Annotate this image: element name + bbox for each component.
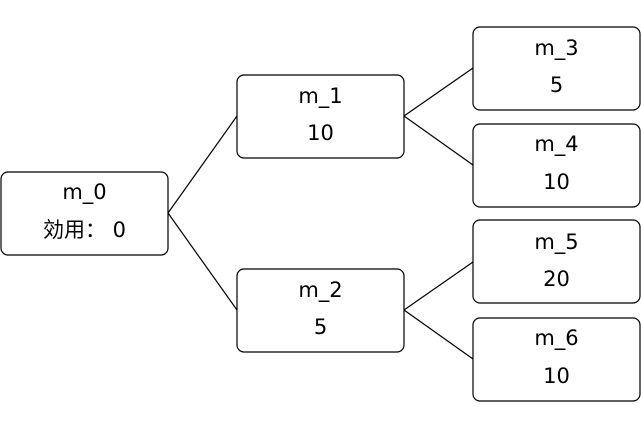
- node-name: m_6: [534, 326, 578, 351]
- node-name: m_5: [534, 230, 578, 255]
- node-value: 10: [543, 170, 570, 194]
- node-value: 効用： 0: [43, 218, 126, 242]
- edge-m2-m5: [403, 261, 474, 311]
- node-name: m_0: [62, 180, 106, 205]
- edge-m1-m3: [403, 67, 474, 117]
- node-value: 5: [550, 73, 563, 97]
- node-value: 10: [307, 121, 334, 145]
- node-name: m_1: [298, 84, 342, 109]
- tree-node-m3: m_3 5: [472, 26, 641, 111]
- edge-m2-m6: [403, 309, 474, 360]
- edge-m0-m1: [167, 115, 238, 214]
- tree-node-m2: m_2 5: [236, 268, 405, 353]
- node-value: 20: [543, 267, 570, 291]
- node-box: [0, 171, 169, 256]
- node-box: [472, 219, 641, 304]
- node-name: m_4: [534, 132, 578, 157]
- node-box: [472, 317, 641, 402]
- tree-edges: [167, 67, 474, 360]
- tree-node-m6: m_6 10: [472, 317, 641, 402]
- node-box: [472, 123, 641, 208]
- node-value: 10: [543, 364, 570, 388]
- node-name: m_3: [534, 36, 578, 61]
- node-box: [236, 74, 405, 159]
- node-box: [236, 268, 405, 353]
- tree-node-m5: m_5 20: [472, 219, 641, 304]
- node-name: m_2: [298, 278, 342, 303]
- edge-m1-m4: [403, 115, 474, 166]
- tree-node-m1: m_1 10: [236, 74, 405, 159]
- node-box: [472, 26, 641, 111]
- tree-node-m0: m_0 効用： 0: [0, 171, 169, 256]
- edge-m0-m2: [167, 212, 238, 311]
- node-value: 5: [314, 315, 327, 339]
- tree-node-m4: m_4 10: [472, 123, 641, 208]
